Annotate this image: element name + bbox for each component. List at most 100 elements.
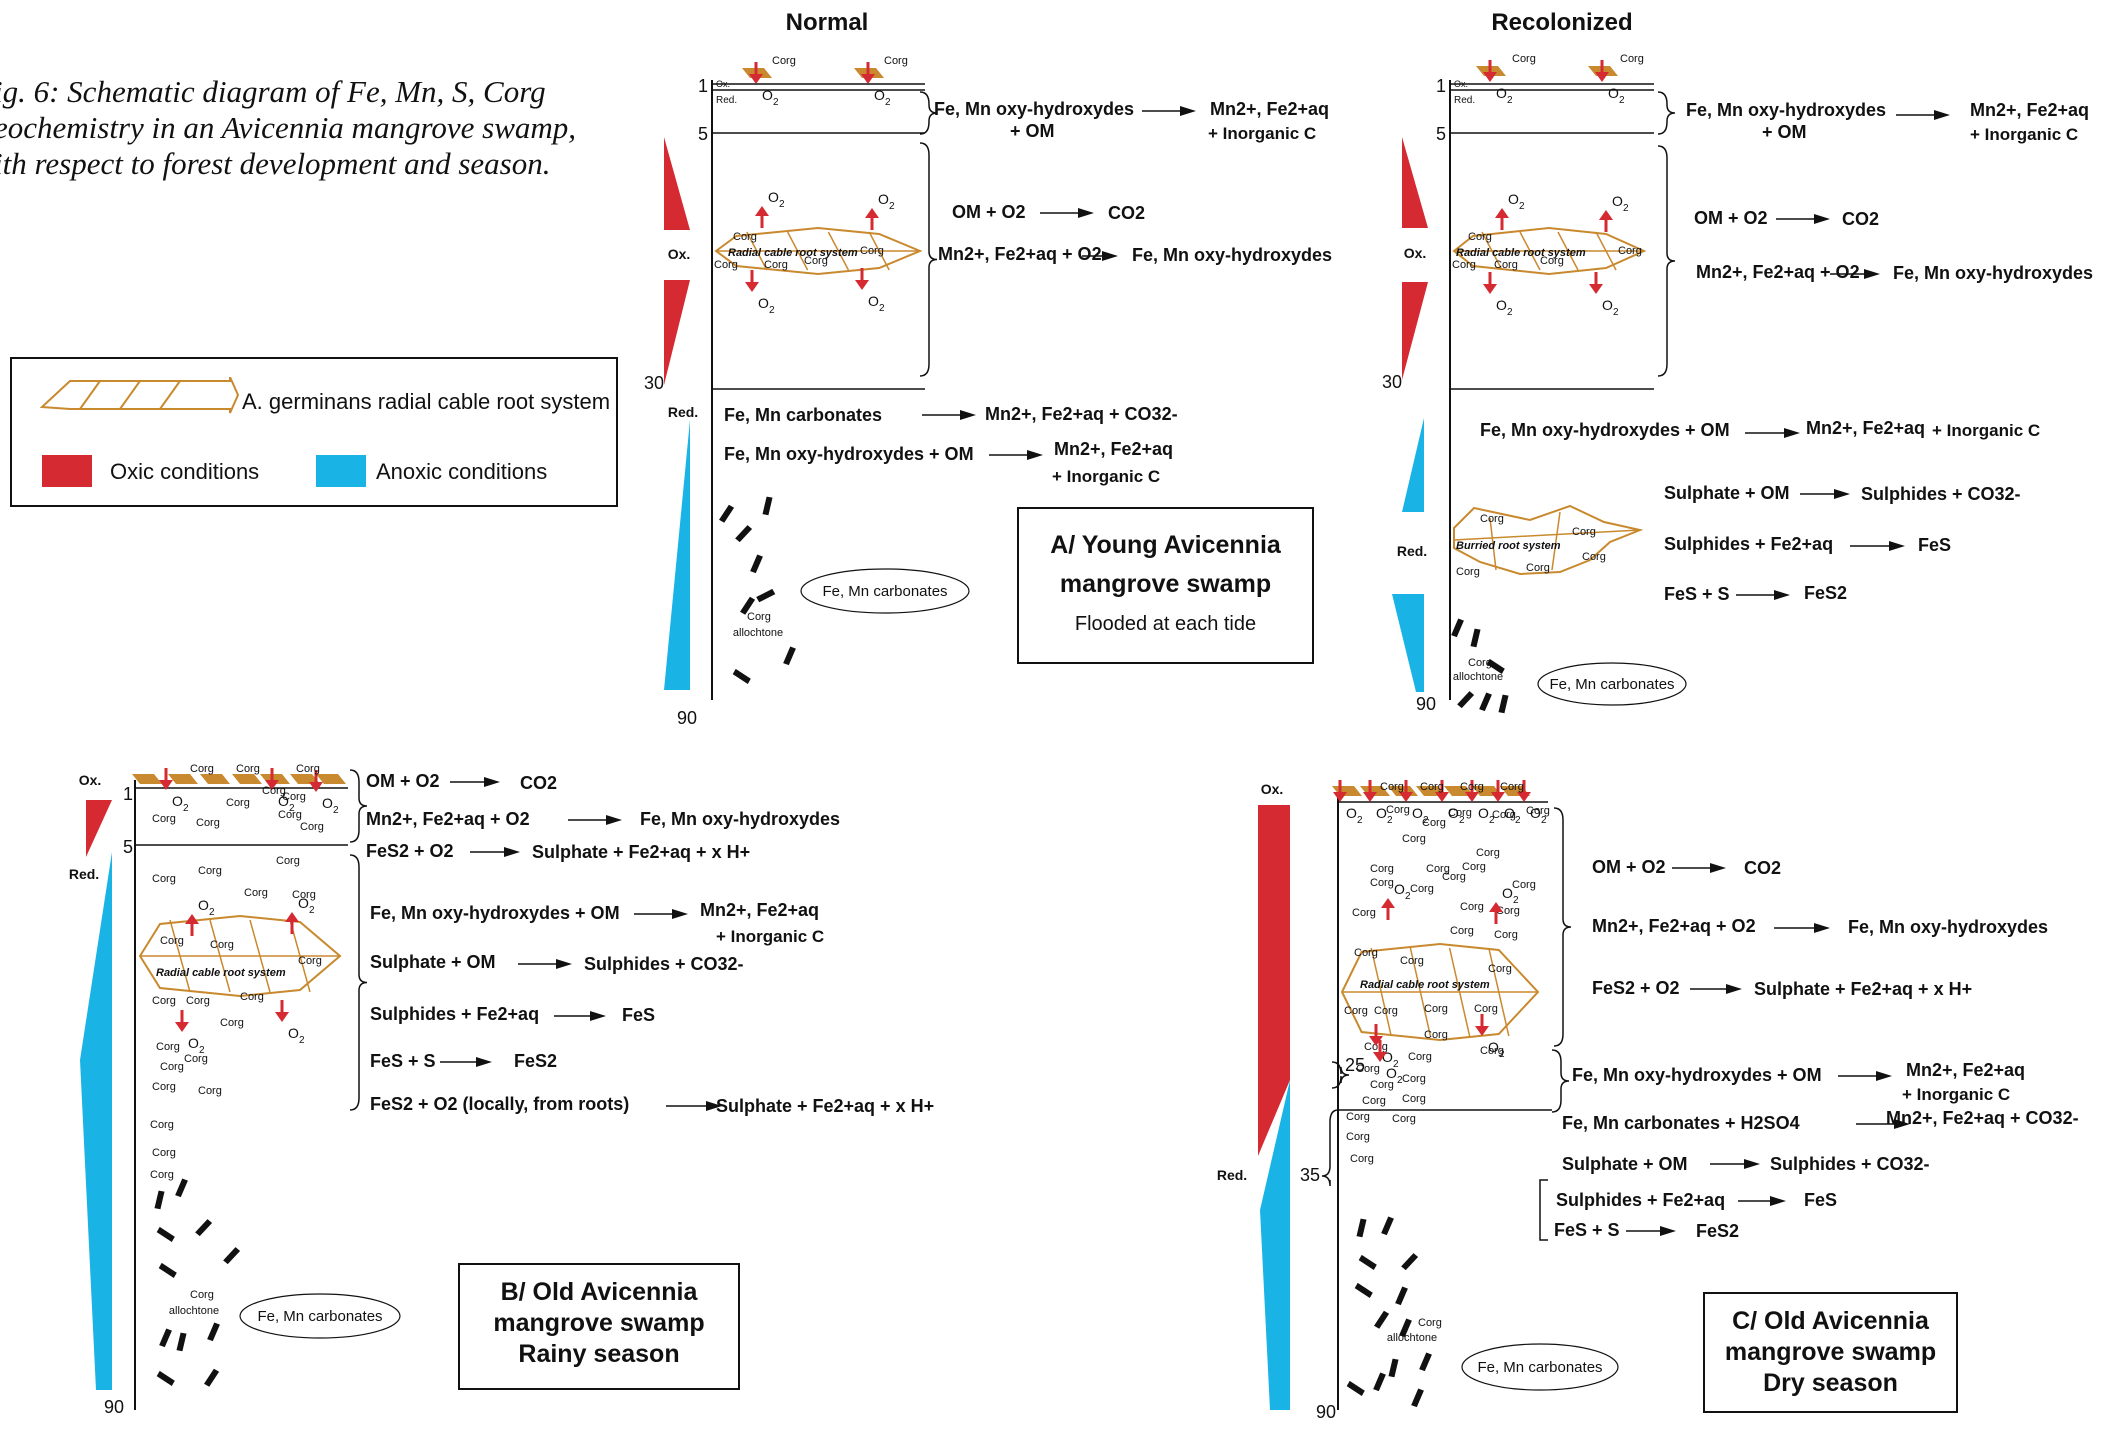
- corg-label: Corg: [210, 939, 234, 951]
- o2-arrow-head: [1369, 1036, 1383, 1046]
- organic-fragment: [762, 496, 773, 516]
- oxic-wedge: [86, 800, 112, 857]
- anoxic-wedge: [664, 420, 690, 690]
- corg-label: Corg: [296, 763, 320, 775]
- depth-90: 90: [1416, 694, 1436, 714]
- panel-a-title-2: mangrove swamp: [1059, 570, 1272, 598]
- corg-label: Corg: [1480, 1045, 1504, 1057]
- corg-label: Corg: [196, 817, 220, 829]
- legend-anoxic-label: Anoxic conditions: [376, 459, 548, 484]
- litter-mark: [132, 774, 162, 784]
- o2-label: O: [768, 189, 779, 205]
- reaction-text: CO2: [1108, 203, 1145, 223]
- o2-subscript: 2: [309, 905, 315, 916]
- o2-arrow-head: [745, 282, 759, 292]
- o2-label: O: [1612, 193, 1623, 209]
- o2-arrow-head: [1363, 792, 1377, 802]
- reaction-text: Fe, Mn oxy-hydroxydes: [1686, 100, 1886, 120]
- reaction-text: FeS: [1804, 1190, 1837, 1210]
- panel-b-title-2: mangrove swamp: [493, 1309, 705, 1337]
- reaction-text: FeS: [622, 1005, 655, 1025]
- reaction-arrow-head: [1864, 269, 1880, 279]
- organic-fragment: [735, 525, 753, 543]
- reaction-arrow-head: [1889, 541, 1905, 551]
- o2-subscript: 2: [1613, 307, 1619, 318]
- reaction-text: Sulphides + Fe2+aq: [370, 1004, 539, 1024]
- reaction-arrow-head: [1834, 489, 1850, 499]
- reaction-text: Mn2+, Fe2+aq: [1210, 99, 1329, 119]
- o2-label: O: [1488, 1039, 1499, 1055]
- litter-mark: [200, 774, 230, 784]
- reaction-text: Sulphate + Fe2+aq + x H+: [532, 842, 750, 862]
- corg-label: Corg: [1426, 863, 1450, 875]
- organic-fragment: [159, 1328, 172, 1348]
- o2-label: O: [1496, 297, 1507, 313]
- organic-fragment: [1399, 1318, 1412, 1338]
- reaction-text: Mn2+, Fe2+aq: [1970, 100, 2089, 120]
- corg-label: Corg: [1494, 259, 1518, 271]
- reaction-text: Mn2+, Fe2+aq + CO32-: [985, 404, 1178, 424]
- corg-label: Corg: [1352, 907, 1376, 919]
- recol-ox-small: Ox.: [1454, 79, 1468, 89]
- heading-normal: Normal: [786, 9, 869, 36]
- reaction-text: FeS2: [1696, 1221, 1739, 1241]
- reaction-text: Fe, Mn oxy-hydroxydes: [640, 809, 840, 829]
- reaction-text: Fe, Mn oxy-hydroxydes + OM: [370, 903, 620, 923]
- carbonates-oval: [800, 568, 970, 614]
- reaction-text: + OM: [1762, 122, 1807, 142]
- anoxic-wedge: [1260, 1080, 1290, 1410]
- corg-label: Corg: [152, 813, 176, 825]
- allochtone-label: allochtone: [1453, 671, 1503, 683]
- red-label: Red.: [1217, 1167, 1247, 1183]
- o2-label: O: [1376, 805, 1387, 821]
- o2-subscript: 2: [1507, 307, 1513, 318]
- corg-label: Corg: [152, 1081, 176, 1093]
- reaction-text: Fe, Mn carbonates: [724, 405, 882, 425]
- brace-mid: [919, 142, 938, 377]
- corg-label: Corg: [1408, 1051, 1432, 1063]
- corg-allochtone: Corg: [190, 1289, 214, 1301]
- reaction-text: Sulphate + OM: [1664, 483, 1790, 503]
- root-system-label: Radial cable root system: [156, 967, 286, 979]
- corg-label: Corg: [1402, 1073, 1426, 1085]
- reaction-text: FeS + S: [370, 1051, 436, 1071]
- corg-label: Corg: [150, 1119, 174, 1131]
- organic-fragment: [1381, 1216, 1394, 1236]
- o2-label: O: [298, 895, 309, 911]
- reaction-text: + Inorganic C: [1932, 421, 2040, 440]
- corg-label: Corg: [1480, 513, 1504, 525]
- corg-label: Corg: [1370, 863, 1394, 875]
- burried-root-segments: [1453, 511, 1641, 571]
- reaction-arrow-head: [706, 1101, 722, 1111]
- legend-root-label: A. germinans radial cable root system: [242, 389, 611, 414]
- o2-subscript: 2: [209, 907, 215, 918]
- reaction-text: + Inorganic C: [1208, 124, 1316, 143]
- panel-b-title-1: B/ Old Avicennia: [500, 1278, 698, 1306]
- corg-label: Corg: [226, 797, 250, 809]
- corg-label: Corg: [1526, 562, 1550, 574]
- o2-arrow-head: [265, 780, 279, 790]
- organic-fragment: [223, 1247, 241, 1265]
- reaction-text: OM + O2: [1694, 208, 1768, 228]
- o2-arrow-head: [865, 208, 879, 218]
- carbonates-oval-label: Fe, Mn carbonates: [257, 1308, 382, 1325]
- reaction-text: Fe, Mn oxy-hydroxydes: [934, 99, 1134, 119]
- corg-label: Corg: [152, 995, 176, 1007]
- o2-arrow-head: [1483, 72, 1497, 82]
- o2-arrow-head: [285, 912, 299, 922]
- panel-c-title-3: Dry season: [1763, 1369, 1898, 1397]
- corg-label: Corg: [300, 821, 324, 833]
- corg-label: Corg: [1410, 883, 1434, 895]
- o2-label: O: [758, 295, 769, 311]
- reaction-arrow-head: [1078, 208, 1094, 218]
- o2-label: O: [1412, 805, 1423, 821]
- figure-caption: ig. 6: Schematic diagram of Fe, Mn, S, C…: [0, 74, 594, 182]
- depth-1: 1: [123, 784, 133, 804]
- corg-label: Corg: [1350, 1153, 1374, 1165]
- caption-line-1: ig. 6: Schematic diagram of Fe, Mn, S, C…: [0, 74, 546, 109]
- corg-label: Corg: [276, 855, 300, 867]
- o2-label: O: [868, 293, 879, 309]
- reaction-arrow-head: [1814, 214, 1830, 224]
- o2-subscript: 2: [773, 97, 779, 108]
- reaction-text: + Inorganic C: [1052, 467, 1160, 486]
